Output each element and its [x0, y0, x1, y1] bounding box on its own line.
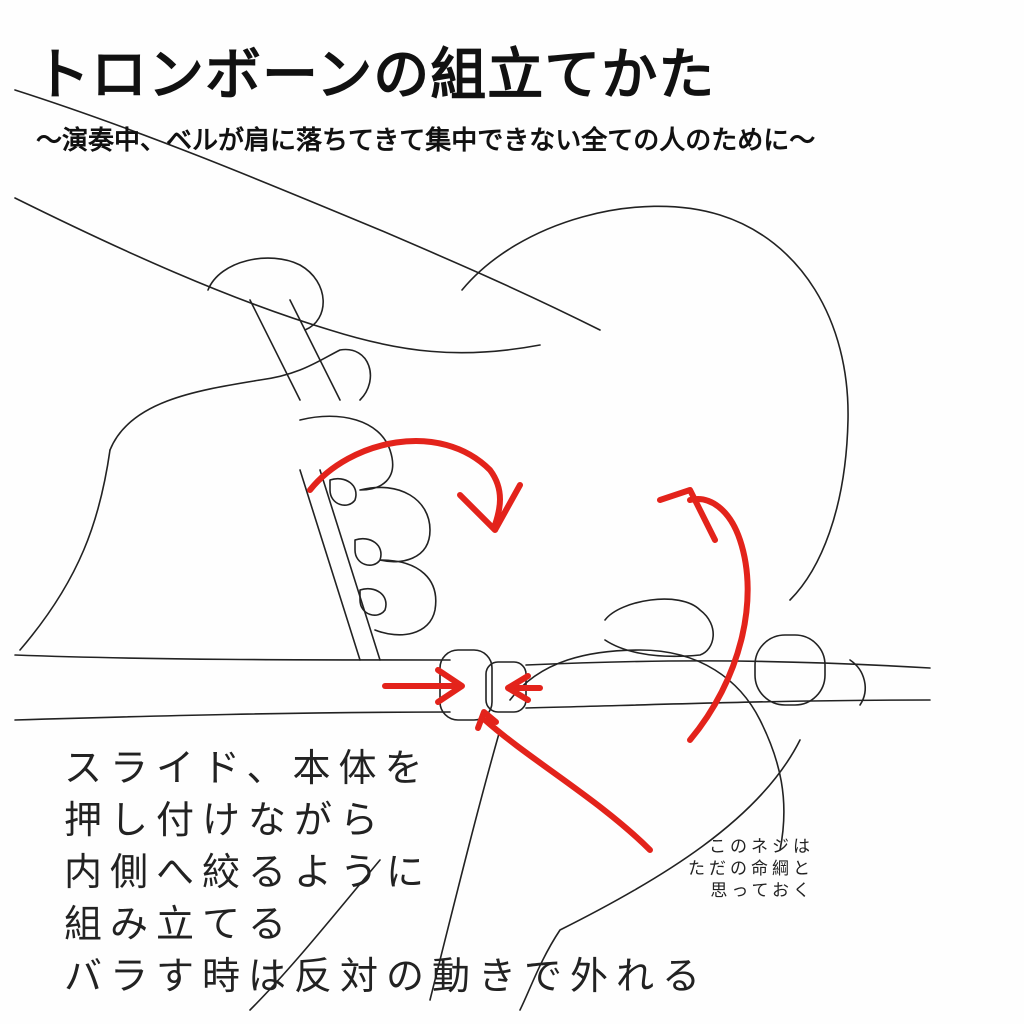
vertical-rod-2 [319, 469, 381, 661]
screw-pointer-line [482, 717, 653, 853]
instruction-line: 押し付けながら [64, 798, 387, 842]
vertical-tube-right [289, 299, 341, 401]
left-lower-arm [249, 859, 381, 1011]
rotation-arrow-right-head [657, 487, 718, 543]
left-thumb [207, 257, 324, 331]
instruction-line: 内側へ絞るように [64, 850, 433, 894]
left-hand-nail-3 [359, 588, 387, 616]
left-hand-fingers [299, 415, 437, 636]
screw-note-line: このネジは [709, 837, 814, 857]
right-arm [429, 729, 501, 1001]
left-hand-palm [109, 348, 372, 451]
rotation-arrow-left [307, 438, 503, 528]
right-hand-palm [509, 649, 785, 851]
left-hand-nail-2 [354, 538, 382, 566]
right-hand-thumb [604, 598, 714, 658]
screw-pointer-head [475, 709, 499, 731]
push-arrow-right-head [505, 673, 531, 703]
page-subtitle: 〜演奏中、ベルが肩に落ちてきて集中できない全ての人のために〜 [36, 126, 816, 156]
screw-note-line: ただの命綱と [688, 859, 814, 879]
body-tube-lower [14, 197, 541, 354]
instruction-line: スライド、本体を [64, 746, 431, 790]
left-arm [19, 449, 111, 651]
body-tube-right-low [525, 699, 931, 709]
connector-ring-right [754, 634, 826, 706]
assembly-instructions: スライド、本体を 押し付けながら 内側へ絞るように 組み立てる バラす時は反対の… [64, 742, 708, 1002]
instruction-line: バラす時は反対の動きで外れる [64, 954, 709, 998]
body-tube-right [525, 660, 931, 669]
page-title: トロンボーンの組立てかた [34, 43, 716, 108]
body-tube-upper [14, 89, 601, 331]
instruction-line: 組み立てる [64, 902, 295, 946]
end-screw [849, 659, 866, 706]
rotation-arrow-right [687, 496, 751, 743]
screw-note-line: 思っておく [710, 881, 814, 901]
vertical-rod [299, 469, 361, 661]
screw-note: このネジは ただの命綱と 思っておく [664, 836, 814, 902]
left-hand-nail-1 [329, 478, 357, 506]
bell-outline [461, 205, 849, 601]
vertical-tube-left [249, 299, 301, 401]
rotation-arrow-left-head [457, 482, 523, 533]
slide-tube-top [14, 654, 451, 661]
push-arrow-left-head [435, 667, 465, 705]
right-arm-outer [519, 739, 801, 1011]
slide-tube-bottom [14, 711, 451, 721]
